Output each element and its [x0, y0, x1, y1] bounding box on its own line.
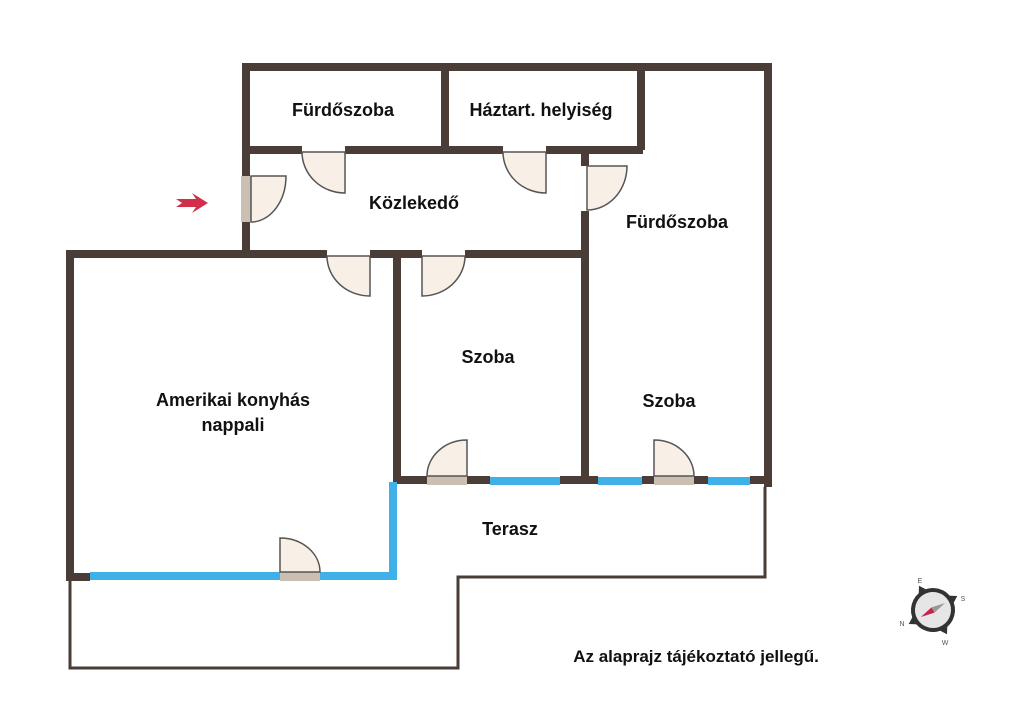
door-utility [502, 151, 547, 194]
label-corridor: Közlekedő [369, 193, 459, 213]
door-bathroom2 [586, 165, 628, 211]
compass-label-right: S [961, 596, 966, 603]
label-terrace: Terasz [482, 519, 538, 539]
walls [66, 63, 772, 581]
label-room2: Szoba [642, 391, 696, 411]
terrace-outline [68, 487, 767, 670]
compass-icon [908, 585, 958, 635]
label-living-2: nappali [201, 415, 264, 435]
disclaimer-note: Az alaprajz tájékoztató jellegű. [573, 647, 819, 666]
label-room1: Szoba [461, 347, 515, 367]
door-entrance [241, 175, 287, 223]
label-living-1: Amerikai konyhás [156, 390, 310, 410]
label-bathroom2: Fürdőszoba [626, 212, 729, 232]
label-bathroom1: Fürdőszoba [292, 100, 395, 120]
entrance-arrow-icon [176, 193, 208, 213]
label-utility: Háztart. helyiség [469, 100, 612, 120]
compass-label-left: N [899, 621, 904, 628]
compass-label-top: E [918, 578, 923, 585]
windows [90, 477, 750, 580]
door-bathroom1 [301, 151, 346, 194]
door-room1-terrace [426, 439, 468, 485]
door-living [326, 255, 371, 297]
compass-label-bottom: W [942, 640, 949, 647]
door-room1 [421, 255, 466, 297]
door-room2-terrace [653, 439, 695, 485]
door-living-terrace [279, 537, 321, 581]
